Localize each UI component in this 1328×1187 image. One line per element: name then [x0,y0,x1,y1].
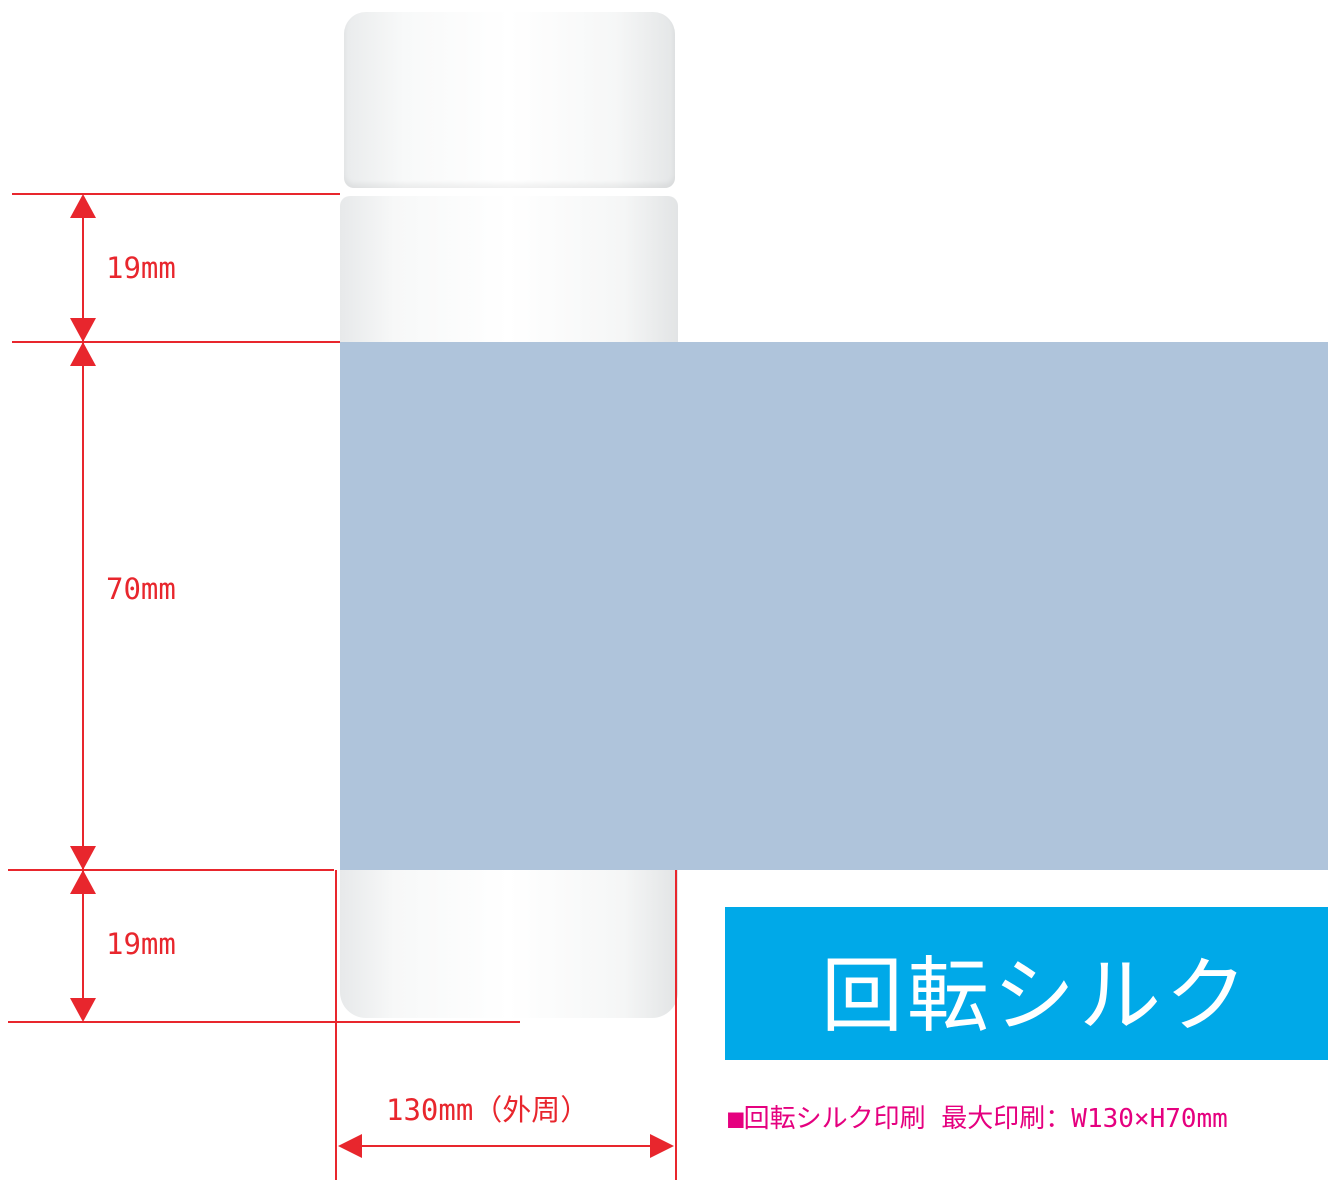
arrow-up-icon [70,342,96,366]
upper-margin-label: 19mm [106,251,176,285]
banner-title: 回転シルク [821,949,1252,1044]
circumference-label: 130mm（外周） [386,1093,590,1127]
bottle-cap [344,12,675,188]
arrow-left-icon [338,1134,362,1158]
arrow-down-icon [70,846,96,870]
arrow-down-icon [70,998,96,1022]
lower-margin-label: 19mm [106,927,176,961]
print-height-label: 70mm [106,572,176,606]
arrow-up-icon [70,870,96,894]
arrow-right-icon [650,1134,674,1158]
print-method-banner: 回転シルク [725,907,1328,1060]
arrow-up-icon [70,194,96,218]
print-area [340,342,1328,870]
print-spec-text: ■回転シルク印刷 最大印刷：W130×H70mm [728,1104,1228,1134]
arrow-down-icon [70,318,96,342]
